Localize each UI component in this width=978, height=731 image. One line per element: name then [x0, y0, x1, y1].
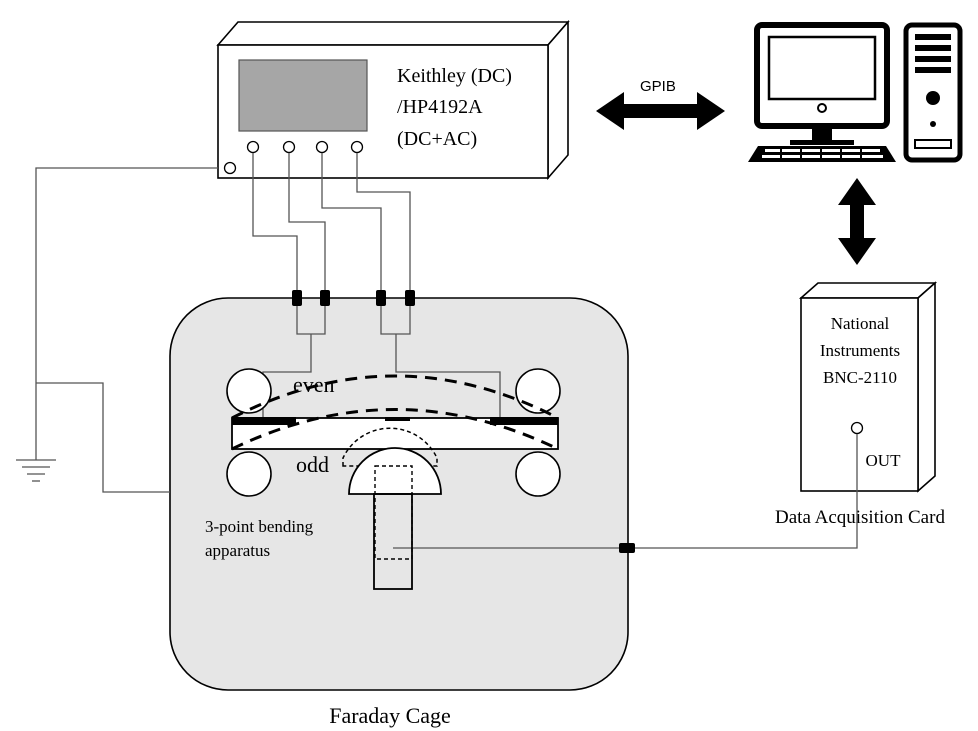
- daq-out-label: OUT: [866, 451, 902, 470]
- instrument-screen: [238, 59, 368, 132]
- apparatus-label-line2: apparatus: [205, 541, 270, 560]
- loading-head: [348, 447, 442, 495]
- computer-tower-icon: [903, 22, 963, 163]
- instrument-label-line3: (DC+AC): [397, 128, 477, 150]
- feedthrough-connector: [619, 543, 635, 553]
- electrode-left: [232, 417, 296, 425]
- instrument-label-line1: Keithley (DC): [397, 65, 512, 87]
- feedthrough-connector: [320, 290, 330, 306]
- bending-apparatus: [226, 368, 561, 590]
- feedthrough-connector: [405, 290, 415, 306]
- plunger-displaced: [374, 465, 413, 560]
- vertical-double-arrow: [838, 178, 876, 265]
- daq-out-connector: [850, 421, 864, 435]
- even-label: even: [293, 372, 335, 397]
- support-roller: [226, 368, 272, 414]
- apparatus-label-line1: 3-point bending: [205, 517, 314, 536]
- support-roller: [515, 368, 561, 414]
- deformed-beam-up: [231, 374, 559, 420]
- deformed-beam-down: [231, 408, 559, 451]
- keyboard-icon: [748, 146, 896, 162]
- instrument-box: [216, 19, 570, 181]
- odd-label: odd: [296, 452, 329, 477]
- feedthrough-connector: [376, 290, 386, 306]
- support-roller: [515, 451, 561, 497]
- terminal-2: [282, 140, 296, 154]
- cage-caption: Faraday Cage: [329, 703, 451, 728]
- daq-label-line1: National: [831, 314, 890, 333]
- wiring: [16, 153, 858, 549]
- terminal-1: [246, 140, 260, 154]
- daq-caption: Data Acquisition Card: [775, 507, 945, 528]
- feedthrough-connector: [292, 290, 302, 306]
- daq-label-line2: Instruments: [820, 341, 900, 360]
- gpib-double-arrow: [596, 92, 725, 130]
- terminal-4: [350, 140, 364, 154]
- instrument-label-line2: /HP4192A: [397, 96, 483, 118]
- computer-monitor-icon: [754, 22, 890, 145]
- electrode-right: [490, 417, 558, 425]
- daq-label-line3: BNC-2110: [823, 368, 897, 387]
- gpib-label: GPIB: [640, 78, 676, 95]
- daq-box: [798, 281, 938, 493]
- terminal-3: [315, 140, 329, 154]
- support-roller: [226, 451, 272, 497]
- ground-terminal: [223, 161, 237, 175]
